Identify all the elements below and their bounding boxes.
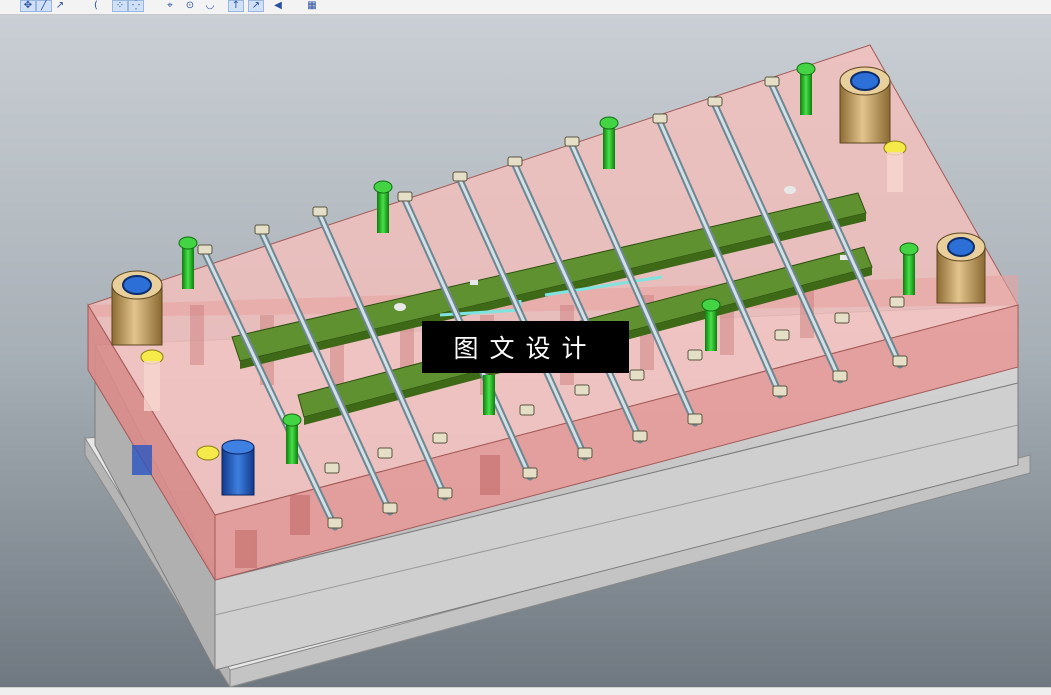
point-icon[interactable]: ⁛ xyxy=(128,0,144,12)
line-icon[interactable]: ╱ xyxy=(36,0,52,12)
arrow-icon[interactable]: ↗ xyxy=(55,0,65,11)
hex-fittings xyxy=(197,76,908,529)
diagonal-icon[interactable]: ↗ xyxy=(248,0,264,12)
snap-icon[interactable]: ✥ xyxy=(20,0,36,12)
up-arrow-icon[interactable]: ↑ xyxy=(228,0,244,12)
circle-point-icon[interactable]: ⊙ xyxy=(185,0,195,11)
shield-icon[interactable]: ◡ xyxy=(205,0,215,11)
ejector-rods xyxy=(201,81,904,531)
point-set-icon[interactable]: ⁘ xyxy=(112,0,128,12)
intersect-icon[interactable]: ⌖ xyxy=(167,0,173,11)
guide-bushings xyxy=(111,66,986,346)
grid-icon[interactable]: ▦ xyxy=(307,0,317,11)
pin-columns xyxy=(144,152,903,411)
blue-cylinder xyxy=(132,439,255,496)
status-bar xyxy=(0,687,1051,695)
cad-toolbar: ✥╱↗(⁘⁛⌖⊙◡↑↗◀▦ xyxy=(0,0,1051,15)
green-socket-bolts xyxy=(178,62,919,464)
watermark-label: 图文设计 xyxy=(422,321,629,373)
view-icon[interactable]: ◀ xyxy=(274,0,282,11)
arc-icon[interactable]: ( xyxy=(94,0,98,11)
